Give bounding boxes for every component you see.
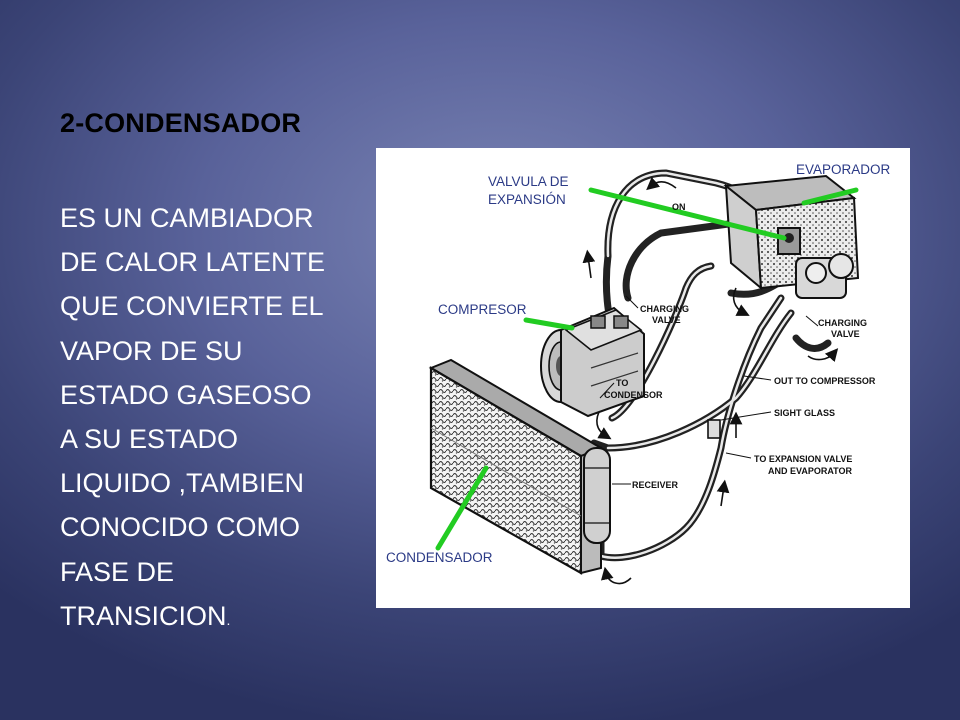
condensador-label: CONDENSADOR: [386, 550, 493, 565]
out-to-compressor-label: OUT TO COMPRESSOR: [774, 376, 876, 386]
expansion-valve: [777, 227, 801, 255]
charging-valve-left-line2: VALVE: [652, 315, 681, 325]
charging-valve-right-line1: CHARGING: [818, 318, 867, 328]
body-line: FASE DE: [60, 556, 175, 587]
body-line: CONOCIDO COMO: [60, 512, 300, 543]
body-line: LIQUIDO ,TAMBIEN: [60, 468, 305, 499]
valvula-expansion-label-line1: VALVULA DE: [488, 174, 569, 189]
compresor-label: COMPRESOR: [438, 302, 527, 317]
callout-leaders: [599, 295, 819, 485]
evaporator-unit: [723, 174, 860, 299]
callout-pointers: [435, 187, 859, 551]
to-expansion-valve-line2: AND EVAPORATOR: [768, 466, 853, 476]
to-condensor-line1: TO: [616, 378, 628, 388]
on-label: ON: [672, 202, 686, 212]
charging-valve-left-line1: CHARGING: [640, 304, 689, 314]
slide-title: 2-CONDENSADOR: [60, 108, 302, 138]
body-line: ESTADO GASEOSO: [60, 379, 312, 410]
flow-arrows: [582, 176, 839, 585]
to-expansion-valve-line1: TO EXPANSION VALVE: [754, 454, 852, 464]
body-line: QUE CONVIERTE EL: [60, 291, 324, 322]
receiver-drier: [583, 447, 611, 544]
body-line: A SU ESTADO: [60, 424, 239, 455]
body-last-word: TRANSICION: [60, 600, 227, 631]
body-trailing-period: .: [226, 611, 231, 628]
body-line: TRANSICION.: [60, 594, 365, 642]
ac-system-diagram: ON CHARGING VALVE CHARGING VALVE TO COND…: [376, 148, 910, 608]
sight-glass: [707, 419, 721, 439]
charging-valve-right-line2: VALVE: [831, 329, 860, 339]
sight-glass-label: SIGHT GLASS: [774, 408, 835, 418]
receiver-label: RECEIVER: [632, 480, 679, 490]
to-condensor-line2: CONDENSOR: [604, 390, 663, 400]
body-line: DE CALOR LATENTE: [60, 247, 326, 278]
body-line: ES UN CAMBIADOR: [60, 203, 314, 233]
body-line: VAPOR DE SU: [60, 335, 243, 366]
compressor-unit: [540, 306, 645, 418]
evaporador-label: EVAPORADOR: [796, 162, 891, 177]
valvula-expansion-label-line2: EXPANSIÓN: [488, 192, 566, 207]
slide-body: ES UN CAMBIADOR DE CALOR LATENTE QUE CON…: [60, 196, 365, 642]
